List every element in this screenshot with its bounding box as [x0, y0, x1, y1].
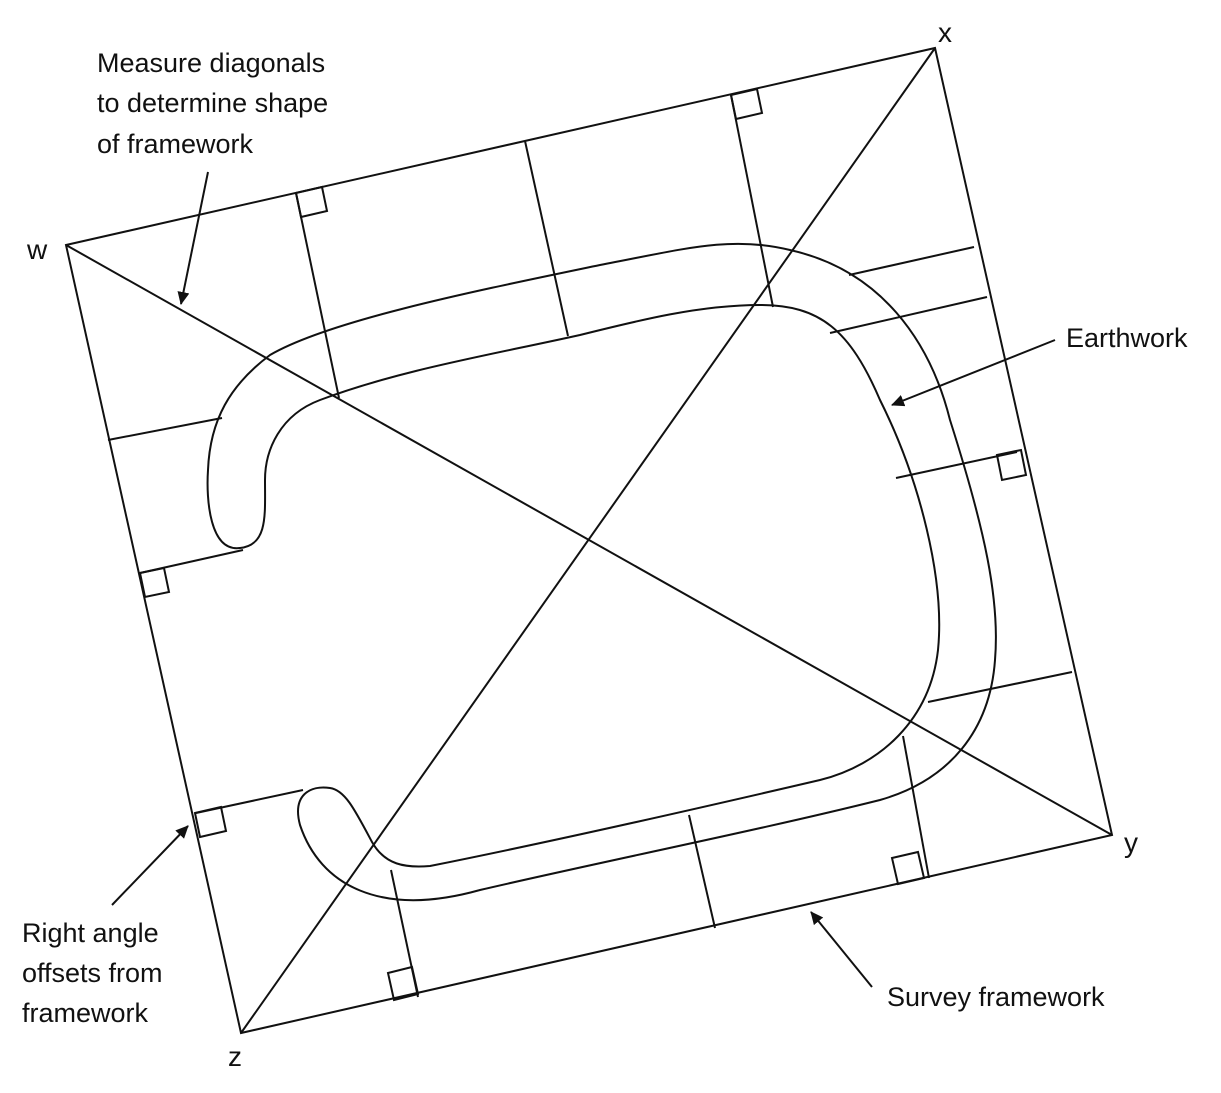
offsets-label-line-2: offsets from: [22, 958, 163, 988]
vertex-y-label: y: [1124, 827, 1138, 858]
diagonals-label-line-2: to determine shape: [97, 88, 328, 118]
offset-lines: [107, 94, 1073, 998]
vertex-w-label: w: [26, 234, 48, 265]
right-angle-markers: [138, 87, 1028, 1002]
framework-arrow: [810, 911, 873, 988]
vertex-x-label: x: [938, 17, 952, 48]
vertex-z-label: z: [228, 1041, 242, 1072]
offsets-label-line-3: framework: [22, 998, 149, 1028]
earthwork-outer-edge: [206, 242, 997, 902]
earthwork-arrow: [891, 339, 1056, 407]
framework-label: Survey framework: [887, 982, 1105, 1012]
diagonal-x-z: [240, 47, 936, 1034]
offsets-label-line-1: Right angle: [22, 918, 159, 948]
offsets-arrow: [111, 825, 189, 906]
earthwork-label: Earthwork: [1066, 323, 1188, 353]
diagonals-label-line-1: Measure diagonals: [97, 48, 325, 78]
diagonals-label-line-3: of framework: [97, 129, 254, 159]
diagonals-arrow: [177, 171, 209, 305]
